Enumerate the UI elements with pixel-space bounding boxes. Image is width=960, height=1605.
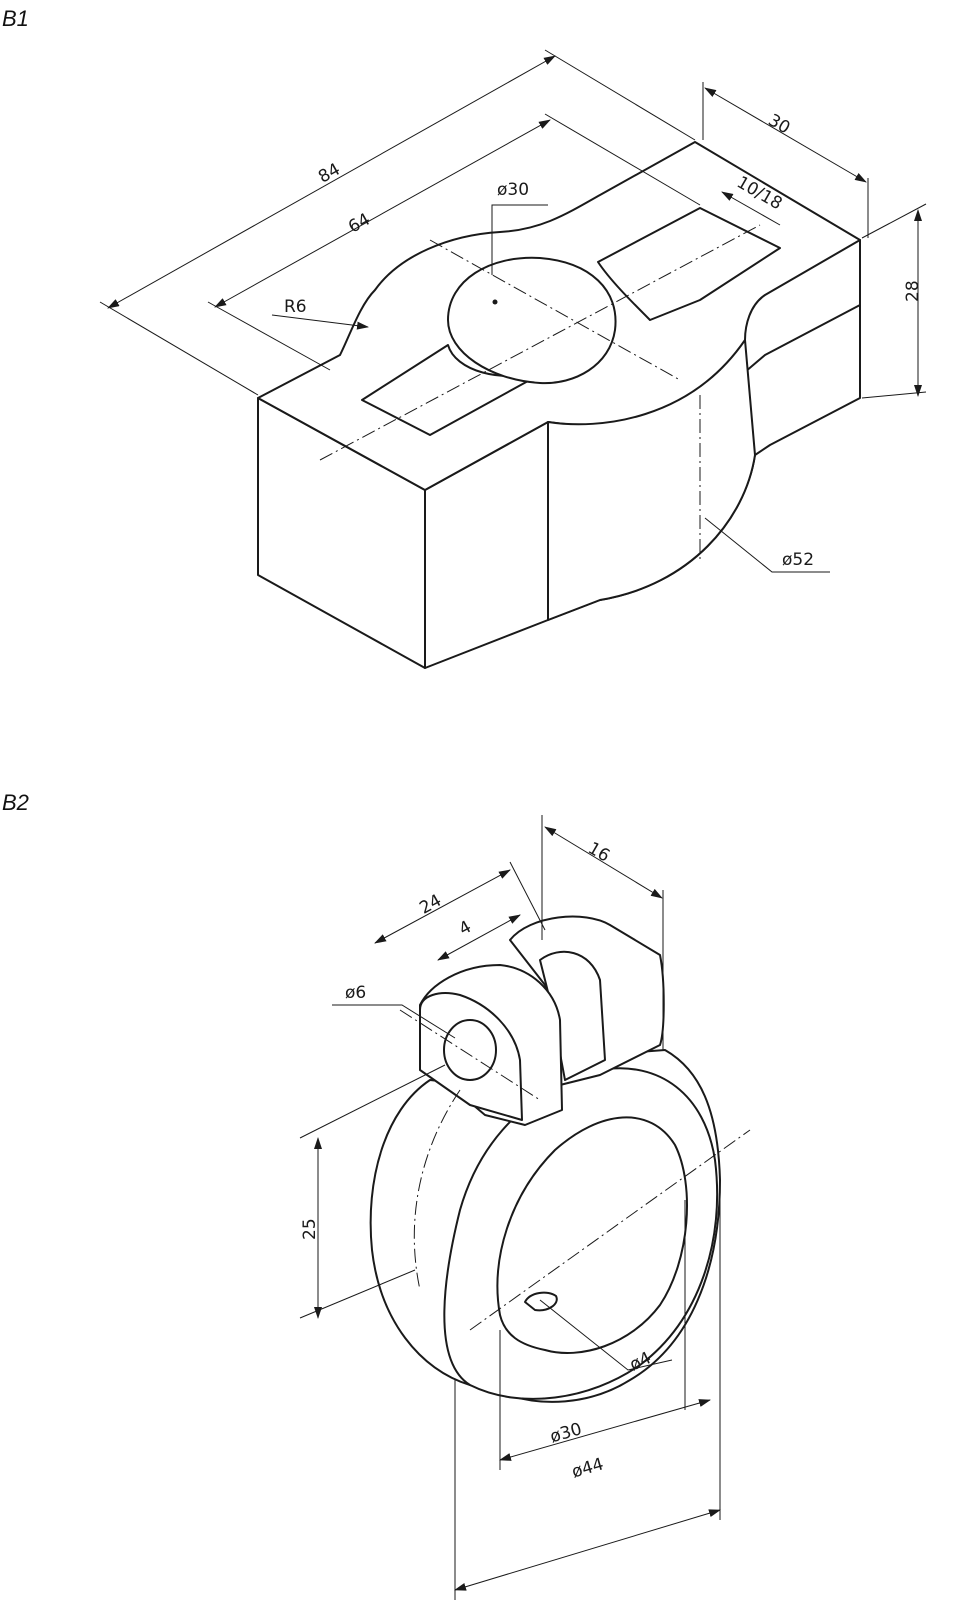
b1-dim-30: 30 (765, 110, 794, 138)
b1-boss (547, 339, 756, 621)
b2-lug-back-front (539, 950, 606, 1081)
figure-b2-drawing: 16 24 4 ø6 25 ø4 ø30 ø44 (299, 815, 751, 1600)
b1-centerline-long (319, 224, 761, 461)
b1-dim-r6: R6 (284, 297, 307, 317)
b2-dim-pin-leader (332, 1004, 456, 1039)
b2-dim-25: 25 (300, 1218, 320, 1240)
b2-dim-inner: ø30 (548, 1419, 584, 1447)
b2-pin-hole (443, 1019, 497, 1081)
b1-dim-boss-leader (704, 517, 830, 573)
b2-centerline-bore (469, 1129, 751, 1331)
b2-dim-24-line (374, 869, 511, 944)
b1-dim-64: 64 (345, 209, 374, 237)
b2-dim-16-line (544, 826, 663, 899)
b2-dim-small-hole-leader (539, 1299, 673, 1371)
b1-dim-64-line (214, 119, 551, 308)
b1-dim-boss: ø52 (782, 550, 814, 570)
b2-dim-pin: ø6 (345, 983, 366, 1003)
b1-dim-84: 84 (315, 159, 344, 187)
figure-label-b1: B1 (2, 6, 29, 31)
b2-dim-outer: ø44 (570, 1454, 606, 1482)
b2-dim-30-line (499, 1399, 711, 1461)
b2-dim-4-line (437, 914, 521, 961)
b1-dim-r6-leader (271, 314, 369, 330)
figure-label-b2: B2 (2, 790, 29, 815)
b2-dim-4: 4 (456, 917, 475, 940)
b2-small-hole (524, 1291, 558, 1312)
b1-slot-far (597, 207, 781, 321)
b1-dim-28: 28 (903, 280, 923, 302)
b2-centerline-arc (413, 1089, 461, 1291)
b1-dim-10-18-line (721, 191, 781, 226)
b1-dim-30-line (704, 87, 867, 183)
b2-centerline-pin (399, 1009, 541, 1101)
b1-dim-bore-leader (491, 204, 548, 275)
b2-dim-16: 16 (584, 838, 613, 866)
b2-dim-44-line (454, 1509, 721, 1591)
b2-dim-24: 24 (416, 891, 445, 919)
b1-dim-bore: ø30 (497, 180, 529, 200)
figure-b1-drawing: 84 64 30 10/18 28 R6 ø30 ø52 (99, 49, 927, 669)
